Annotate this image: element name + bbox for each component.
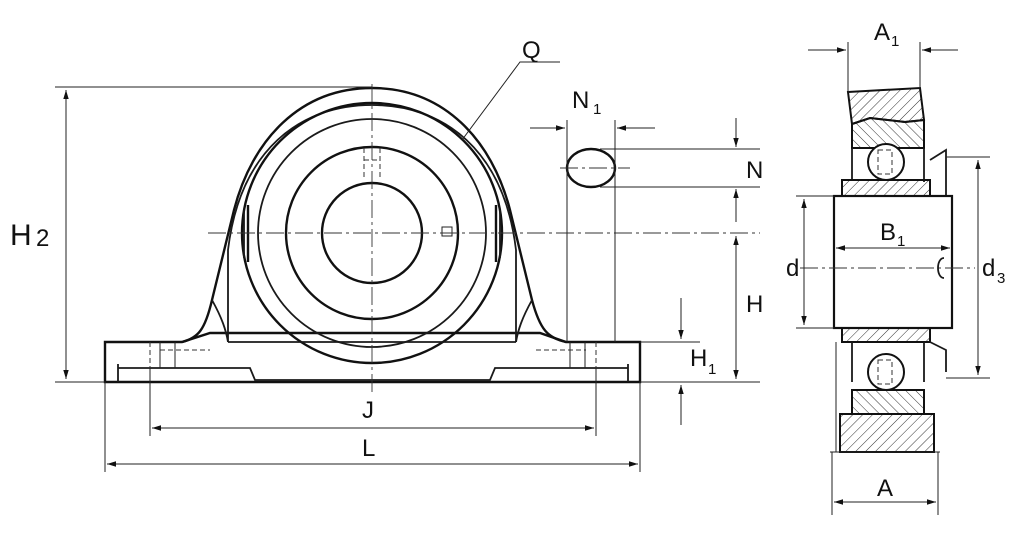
base-plate-bottom-step xyxy=(117,364,629,382)
upper-housing-section xyxy=(846,86,926,126)
dimension-h1: H 1 xyxy=(640,298,716,425)
dimension-a1: A 1 xyxy=(808,19,958,92)
label-j: J xyxy=(362,397,374,424)
label-d: d xyxy=(786,255,799,282)
label-b1-sub: 1 xyxy=(897,233,905,250)
lower-ball xyxy=(867,353,905,391)
label-a: A xyxy=(877,475,893,502)
label-h1-sub: 1 xyxy=(708,361,716,378)
upper-ball xyxy=(867,143,905,181)
label-n: N xyxy=(746,157,763,184)
dimension-j: J xyxy=(149,368,597,436)
q-callout: Q xyxy=(461,37,560,141)
shaft xyxy=(832,194,954,330)
front-view xyxy=(103,84,760,395)
label-a1-sub: 1 xyxy=(891,33,899,50)
dimension-a: A xyxy=(831,452,939,515)
label-a1: A xyxy=(874,19,890,46)
slot-detail: N 1 N xyxy=(530,87,763,342)
label-h2-sub: 2 xyxy=(36,225,49,252)
dimension-d: d xyxy=(786,195,834,329)
housing-inner-web xyxy=(227,104,517,342)
label-n1-sub: 1 xyxy=(593,101,601,118)
label-d3: d xyxy=(982,255,995,282)
label-h1: H xyxy=(690,345,707,372)
dimension-h2: H 2 xyxy=(10,86,372,383)
label-n1: N xyxy=(572,87,589,114)
dimension-l: L xyxy=(104,382,641,472)
dimension-d3: d 3 xyxy=(946,156,1005,379)
side-view xyxy=(800,86,975,453)
housing-body xyxy=(181,86,567,344)
label-h2: H xyxy=(10,219,32,252)
dimension-h: H xyxy=(640,236,763,383)
label-b1: B xyxy=(880,219,896,246)
label-l: L xyxy=(362,435,375,462)
label-d3-sub: 3 xyxy=(997,270,1005,287)
label-q: Q xyxy=(522,37,541,64)
label-h: H xyxy=(746,291,763,318)
dimension-b1: B 1 xyxy=(836,219,950,251)
lower-housing-section xyxy=(839,413,935,453)
